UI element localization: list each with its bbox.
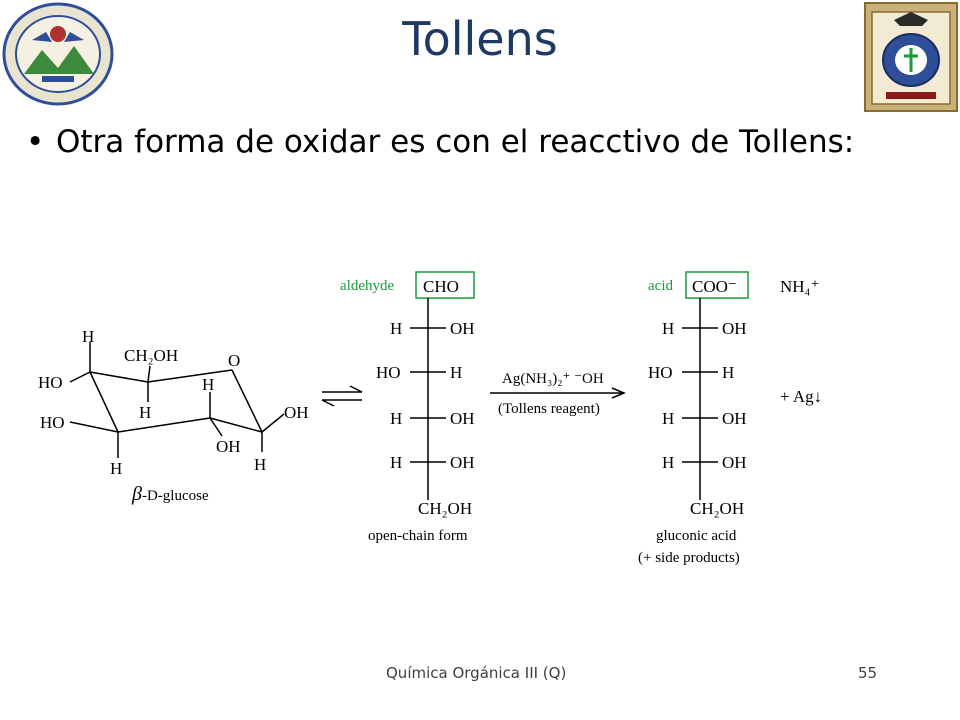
page-number: 55 — [858, 664, 878, 682]
cho-group: CHO — [423, 277, 459, 296]
prod-row1-right: OH — [722, 319, 747, 338]
atom-ho-lower: HO — [40, 413, 65, 432]
reagent-name: (Tollens reagent) — [498, 401, 600, 417]
reaction-arrow: Ag(NH₃)₂⁺ ⁻OH (Tollens reagent) — [490, 371, 626, 417]
bullet-dot-icon: • — [26, 124, 45, 160]
slide-title: Tollens — [402, 12, 558, 66]
gluconic-acid-caption: gluconic acid — [656, 528, 737, 544]
prod-row2-right: H — [722, 363, 734, 382]
atom-ring-o: O — [228, 351, 240, 370]
atom-h-top: H — [82, 327, 94, 346]
open-chain-caption: open-chain form — [368, 528, 468, 544]
atom-h-c3: H — [202, 375, 214, 394]
prod-ch2oh: CH₂OH — [690, 499, 744, 518]
ring-bonds — [89, 369, 263, 433]
atom-ho-upper: HO — [38, 373, 63, 392]
substituent-bonds — [69, 342, 285, 458]
reagent-formula: Ag(NH₃)₂⁺ ⁻OH — [502, 371, 604, 387]
atom-h-mid: H — [139, 403, 151, 422]
open-row3-right: OH — [450, 409, 475, 428]
university-seal-icon — [2, 2, 114, 106]
acid-tag: acid — [648, 278, 673, 294]
gluconic-acid-structure: acid COO⁻ NH₄⁺ H OH HO H H OH H OH CH₂OH… — [638, 271, 822, 566]
atom-h-bottom-left: H — [110, 459, 122, 478]
prod-row3-right: OH — [722, 409, 747, 428]
open-row2-right: H — [450, 363, 462, 382]
prod-row4-left: H — [662, 453, 674, 472]
equilibrium-arrows — [321, 385, 363, 407]
ammonium-ion: NH₄⁺ — [780, 277, 819, 296]
bullet-item: • Otra forma de oxidar es con el reacctiv… — [26, 124, 936, 160]
beta-d-glucose-label: β-D-glucose — [131, 483, 209, 505]
atom-oh-right: OH — [284, 403, 309, 422]
atom-h-bottom-right: H — [254, 455, 266, 474]
side-products-caption: (+ side products) — [638, 550, 740, 566]
open-row4-left: H — [390, 453, 402, 472]
open-ch2oh: CH₂OH — [418, 499, 472, 518]
footer-course-name: Química Orgánica III (Q) — [386, 664, 567, 682]
atom-ch2oh: CH₂OH — [124, 346, 178, 365]
prod-row4-right: OH — [722, 453, 747, 472]
prod-row3-left: H — [662, 409, 674, 428]
open-row2-left: HO — [376, 363, 401, 382]
bullet-text: Otra forma de oxidar es con el reacctivo… — [56, 124, 855, 160]
pharmacy-faculty-crest-icon — [864, 2, 958, 112]
acid-highlight-box — [685, 271, 749, 299]
open-row1-right: OH — [450, 319, 475, 338]
prod-row1-left: H — [662, 319, 674, 338]
atom-oh-c3: OH — [216, 437, 241, 456]
beta-d-glucose-structure: H CH₂OH O HO H H OH HO OH H H β-D-glucos… — [38, 327, 309, 505]
aldehyde-highlight-box — [415, 271, 475, 299]
coo-group: COO⁻ — [692, 277, 737, 296]
prod-row2-left: HO — [648, 363, 673, 382]
open-row4-right: OH — [450, 453, 475, 472]
open-row3-left: H — [390, 409, 402, 428]
open-row1-left: H — [390, 319, 402, 338]
silver-precipitate: + Ag↓ — [780, 387, 822, 406]
open-chain-structure: aldehyde CHO H OH HO H H OH H OH CH₂OH o… — [340, 271, 475, 544]
aldehyde-tag: aldehyde — [340, 278, 394, 294]
